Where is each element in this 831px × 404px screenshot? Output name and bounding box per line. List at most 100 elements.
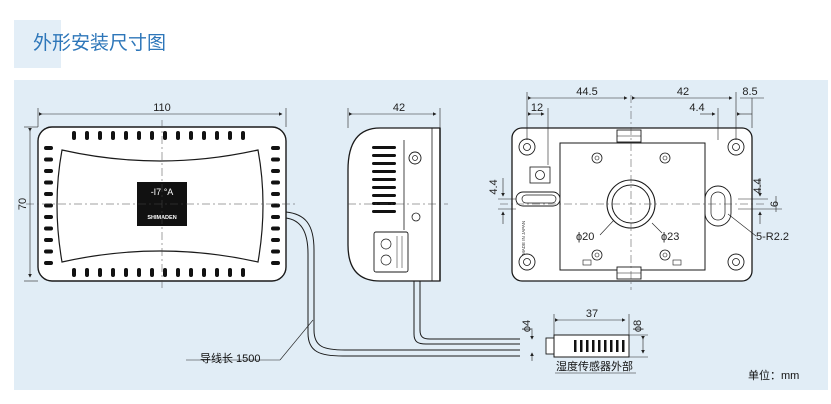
vent-slot [271, 226, 280, 231]
vent-slot [44, 215, 53, 219]
vent-slot [271, 180, 280, 185]
side-vent-slot [372, 170, 396, 173]
vent-slot [176, 268, 180, 277]
sensor-grill-slot [622, 340, 625, 352]
rear-screw-icon [535, 170, 545, 180]
vent-slot [228, 268, 232, 277]
cable-leader-line [279, 319, 314, 361]
vent-slot [44, 226, 53, 231]
unit-note: 单位：mm [748, 368, 799, 382]
cable: 导线长 1500 [186, 211, 520, 365]
vent-slot [44, 261, 53, 265]
vent-slot [72, 131, 76, 140]
phi23-label: ϕ23 [661, 231, 679, 243]
vent-slot [111, 268, 115, 277]
header: 外形安装尺寸图 [0, 0, 831, 70]
vent-slot [44, 238, 53, 242]
vent-slot [271, 238, 280, 242]
vent-slot [98, 131, 102, 140]
dim-44-5-label: 44.5 [576, 86, 597, 98]
vent-slot [163, 268, 167, 277]
vent-slot [228, 131, 232, 140]
vent-slot [124, 131, 128, 140]
dim-4-4-right-label: 4.4 [752, 178, 764, 193]
side-vent-slot [372, 210, 396, 213]
vent-slot [271, 146, 280, 150]
phi20-label: ϕ20 [576, 231, 594, 243]
front-vent-slots [44, 131, 280, 277]
vent-slot [271, 203, 280, 208]
side-vent-slot [372, 146, 396, 149]
sensor-grill-slot [580, 340, 583, 352]
vent-slot [271, 249, 280, 254]
vent-slot [271, 215, 280, 219]
vent-slot [111, 131, 115, 140]
sensor-grill-slot [616, 340, 619, 352]
sensor-grill [574, 340, 625, 352]
dim-12-label: 12 [531, 102, 543, 114]
side-vent-slot [372, 194, 396, 197]
side-view: 42 [347, 102, 448, 282]
sensor-caption: 湿度传感器外部 [556, 359, 633, 373]
vent-slot [215, 131, 219, 140]
vent-slot [85, 131, 89, 140]
vent-slot [44, 249, 53, 254]
vent-slot [44, 203, 53, 208]
sensor-grill-slot [610, 340, 613, 352]
vent-slot [124, 268, 128, 277]
humidity-sensor: 37 ϕ4 ϕ8 湿度传感器外部 [521, 308, 648, 374]
phi4-label: ϕ4 [521, 320, 533, 332]
side-vent-slot [372, 154, 396, 157]
right-slot [704, 185, 732, 227]
vent-slot [241, 131, 245, 140]
front-view: -I7 °A SHIMADEN 110 70 [17, 102, 296, 290]
vent-slot [271, 261, 280, 265]
dim-8-5-label: 8.5 [742, 86, 757, 98]
vent-slot [44, 169, 53, 173]
vent-slot [150, 268, 154, 277]
vent-slot [271, 157, 280, 162]
side-vent-slots [372, 146, 396, 213]
made-in-label: MADE IN JAPAN [521, 221, 526, 255]
page-title: 外形安装尺寸图 [33, 33, 167, 54]
vent-slot [44, 157, 53, 162]
side-screw-icon [408, 151, 422, 165]
width-dimension-label: 110 [153, 102, 171, 114]
vent-slot [137, 268, 141, 277]
height-dimension-label: 70 [17, 198, 29, 210]
hole-radius-label: 5-R2.2 [756, 231, 789, 243]
vent-slot [189, 268, 193, 277]
sensor-grill-slot [592, 340, 595, 352]
sensor-grill-slot [586, 340, 589, 352]
vent-slot [85, 268, 89, 277]
vent-slot [202, 131, 206, 140]
vent-slot [137, 131, 141, 140]
side-vent-slot [372, 162, 396, 165]
vent-slot [72, 268, 76, 277]
vent-slot [44, 180, 53, 185]
vent-slot [176, 131, 180, 140]
vent-slot [241, 268, 245, 277]
vent-slot [189, 131, 193, 140]
vent-slot [98, 268, 102, 277]
sensor-grill-slot [574, 340, 577, 352]
side-vent-slot [372, 178, 396, 181]
title-tab [14, 20, 61, 68]
sensor-grill-slot [598, 340, 601, 352]
phi8-label: ϕ8 [632, 320, 644, 332]
sensor-length-label: 37 [586, 308, 598, 320]
rear-view: MADE IN JAPAN 44.5 42 8.5 12 4.4 4.4 4.4 [488, 86, 789, 290]
vent-slot [202, 268, 206, 277]
dim-4-4-top-label: 4.4 [689, 102, 704, 114]
dim-4-4-left-label: 4.4 [488, 179, 500, 194]
vent-slot [215, 268, 219, 277]
vent-slot [44, 192, 53, 196]
depth-dimension-label: 42 [393, 102, 405, 114]
side-label-plate [373, 231, 409, 273]
dim-6-label: 6 [769, 201, 781, 207]
dim-42-rear-label: 42 [677, 86, 689, 98]
vent-slot [163, 131, 167, 140]
cable-length-label: 导线长 1500 [200, 351, 261, 365]
side-vent-slot [372, 186, 396, 189]
